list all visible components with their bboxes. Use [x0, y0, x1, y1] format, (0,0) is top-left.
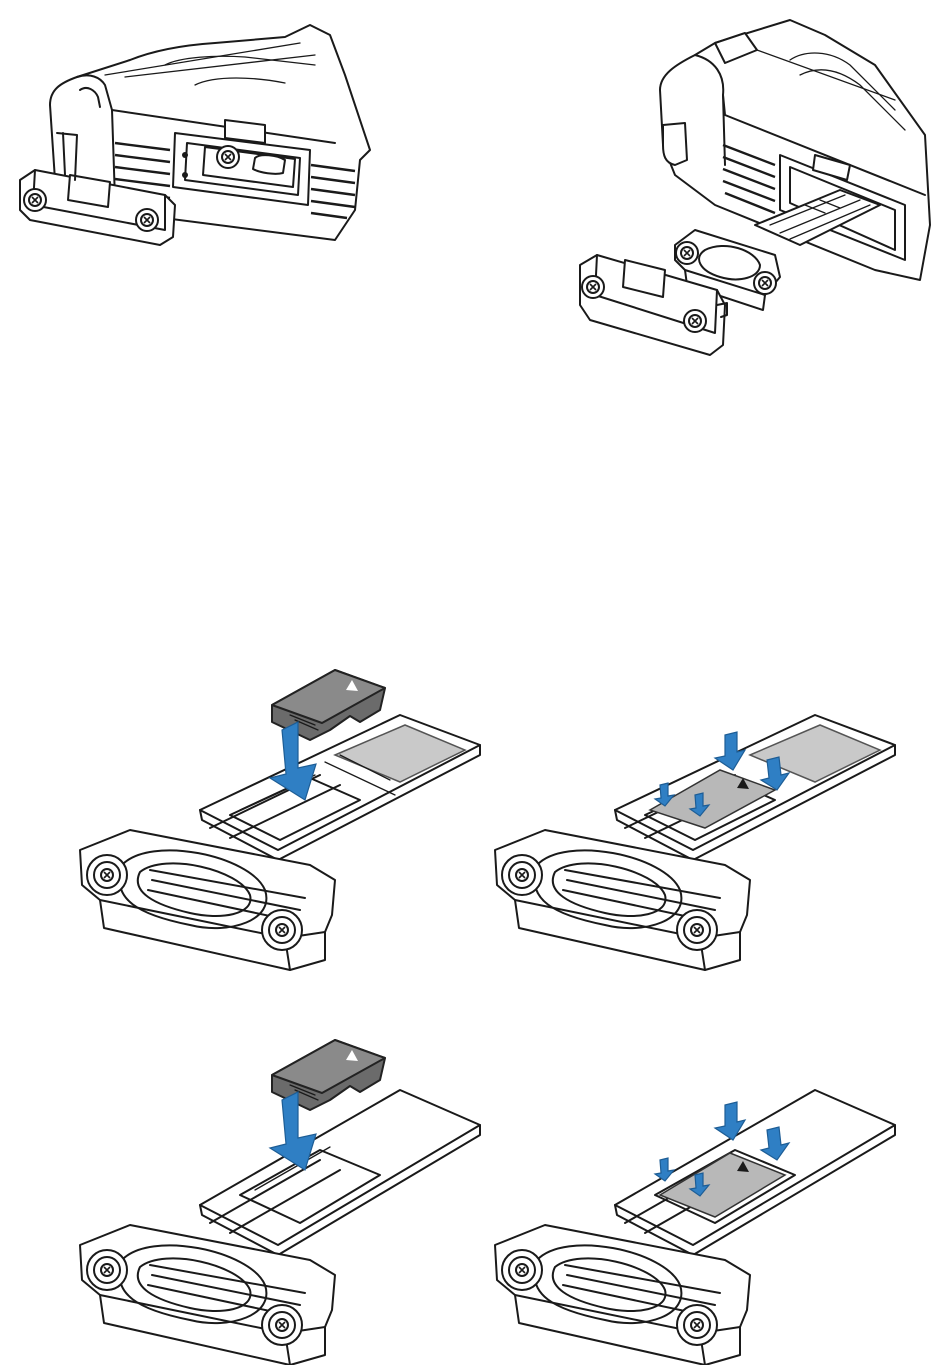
panel-tray-insert-card-single — [60, 1035, 490, 1355]
panel-tray-card-seated-single — [475, 1035, 905, 1355]
panel-device-cover-closed — [15, 15, 385, 250]
panel-device-tray-open — [575, 15, 935, 360]
panel-tray-card-seated-dual — [475, 660, 905, 960]
panel-tray-insert-card-dual — [60, 660, 490, 960]
